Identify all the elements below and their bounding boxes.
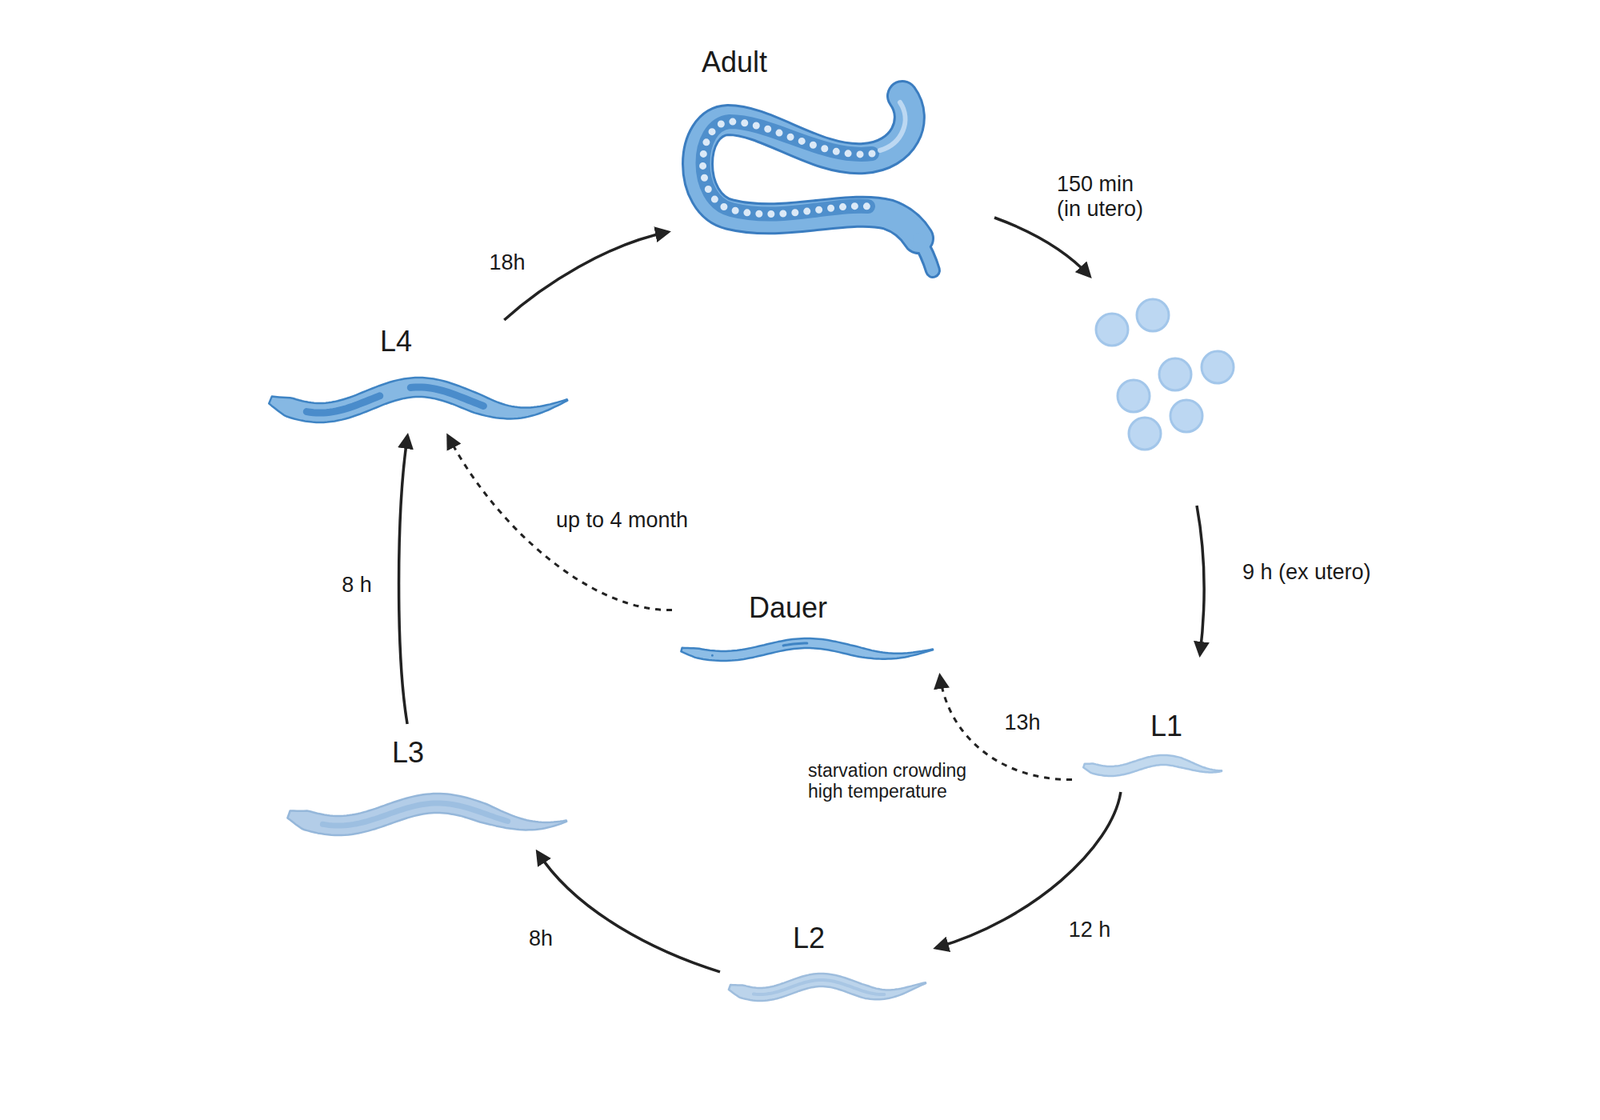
stage-node: Dauer [672, 588, 944, 676]
note-label: 9 h (ex utero) [1242, 560, 1372, 585]
stage-node: Adult [668, 40, 952, 280]
stage-label: L1 [1150, 710, 1183, 743]
l4-worm-body [268, 377, 568, 423]
egg [1136, 299, 1169, 332]
egg [1096, 313, 1128, 346]
adult-worm [697, 96, 933, 271]
duration-label: 12 h [1066, 917, 1114, 943]
larva-worms [268, 377, 1222, 1001]
l3-worm [287, 793, 567, 836]
stage-arrow [399, 436, 408, 724]
l1-worm-body [1083, 755, 1222, 776]
adult-body [697, 96, 919, 239]
stage-node: L3 [280, 724, 576, 852]
note-label: 150 min (in utero) [1056, 172, 1157, 222]
stage-arrow [936, 792, 1121, 948]
duration-label: 13h [1001, 710, 1043, 736]
egg [1159, 358, 1192, 391]
stage-node: L2 [720, 920, 936, 1016]
stage-node: L4 [264, 320, 576, 436]
adult-body-outline [697, 96, 919, 239]
hatching-arrow [1196, 505, 1204, 655]
stage-label: L4 [380, 325, 412, 358]
egg [1201, 351, 1234, 384]
adult-tail [918, 238, 933, 271]
stage-label: Adult [701, 46, 768, 79]
duration-label: up to 4 month [553, 508, 691, 533]
adult-gonad [703, 121, 873, 215]
dauer-worm-gut [712, 643, 880, 656]
laying-arrow [994, 217, 1090, 276]
stage-label: Dauer [748, 592, 828, 624]
stage-label: L3 [392, 736, 424, 769]
egg [1117, 380, 1150, 412]
stage-label: L2 [792, 922, 825, 955]
stage-arrow [537, 852, 720, 972]
l4-worm-gut [306, 387, 504, 413]
duration-label: 18h [486, 250, 528, 276]
l2-worm-body [728, 973, 926, 1001]
adult-highlight [880, 102, 906, 151]
l2-worm-gut [753, 980, 884, 995]
note-label: starvation crowding high temperature [808, 760, 972, 802]
l3-worm-body [287, 793, 567, 836]
egg [1170, 400, 1203, 432]
stage-arrow [504, 232, 668, 320]
adult-eggs-inside [703, 121, 873, 215]
l1-worm [1083, 755, 1222, 776]
eggs [1096, 299, 1234, 450]
l2-worm [728, 973, 926, 1001]
l3-worm-gut [322, 803, 508, 826]
egg [1128, 417, 1161, 450]
dauer-worm-body [680, 638, 933, 661]
duration-label: 8 h [339, 572, 375, 598]
stage-node: L1 [1072, 704, 1240, 792]
l4-worm [268, 377, 568, 423]
dauer-worm [680, 638, 933, 661]
duration-label: 8h [526, 926, 556, 952]
